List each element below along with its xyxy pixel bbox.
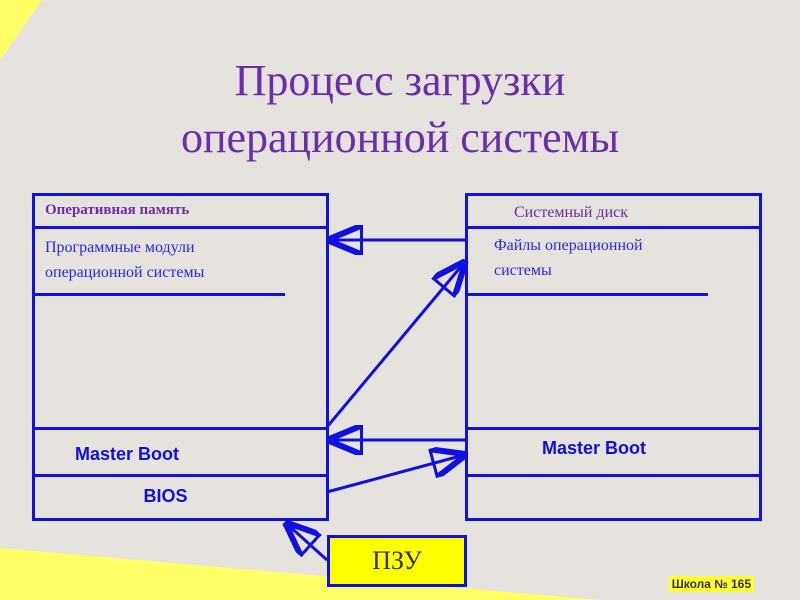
rom-label: ПЗУ: [372, 546, 422, 575]
disk-header-row: Системный диск: [468, 196, 759, 229]
arrow-bios-to-disk-mb: [326, 455, 464, 494]
ram-header: Оперативная память: [45, 202, 190, 218]
ram-master-boot-row: Master Boot: [35, 430, 326, 477]
ram-master-boot: Master Boot: [75, 444, 180, 464]
disk-master-boot-row: Master Boot: [468, 430, 759, 477]
title-line-1: Процесс загрузки: [234, 56, 566, 105]
ram-header-row: Оперативная память: [35, 196, 326, 229]
disk-files-row: Файлы операционной системы: [468, 229, 708, 296]
ram-bios: BIOS: [143, 486, 188, 506]
arrow-rom-to-bios: [287, 524, 329, 562]
ram-bios-row: BIOS: [35, 477, 326, 521]
title-line-2: операционной системы: [180, 113, 620, 162]
disk-master-boot: Master Boot: [542, 438, 647, 458]
arrow-masterboot-to-files: [325, 263, 464, 428]
disk-header: Системный диск: [514, 204, 629, 221]
school-label: Школа № 165: [668, 576, 754, 592]
disk-files-text: Файлы операционной системы: [494, 237, 643, 279]
disk-box: Системный диск Файлы операционной систем…: [465, 193, 762, 521]
ram-modules-row: Программные модули операционной системы: [35, 229, 285, 296]
slide-title: Процесс загрузки операционной системы: [0, 52, 800, 166]
rom-box: ПЗУ: [327, 535, 467, 587]
ram-empty-row: [35, 296, 326, 430]
disk-empty-row: [468, 296, 759, 430]
ram-box: Оперативная память Программные модули оп…: [32, 193, 329, 521]
ram-modules-text: Программные модули операционной системы: [45, 239, 205, 281]
